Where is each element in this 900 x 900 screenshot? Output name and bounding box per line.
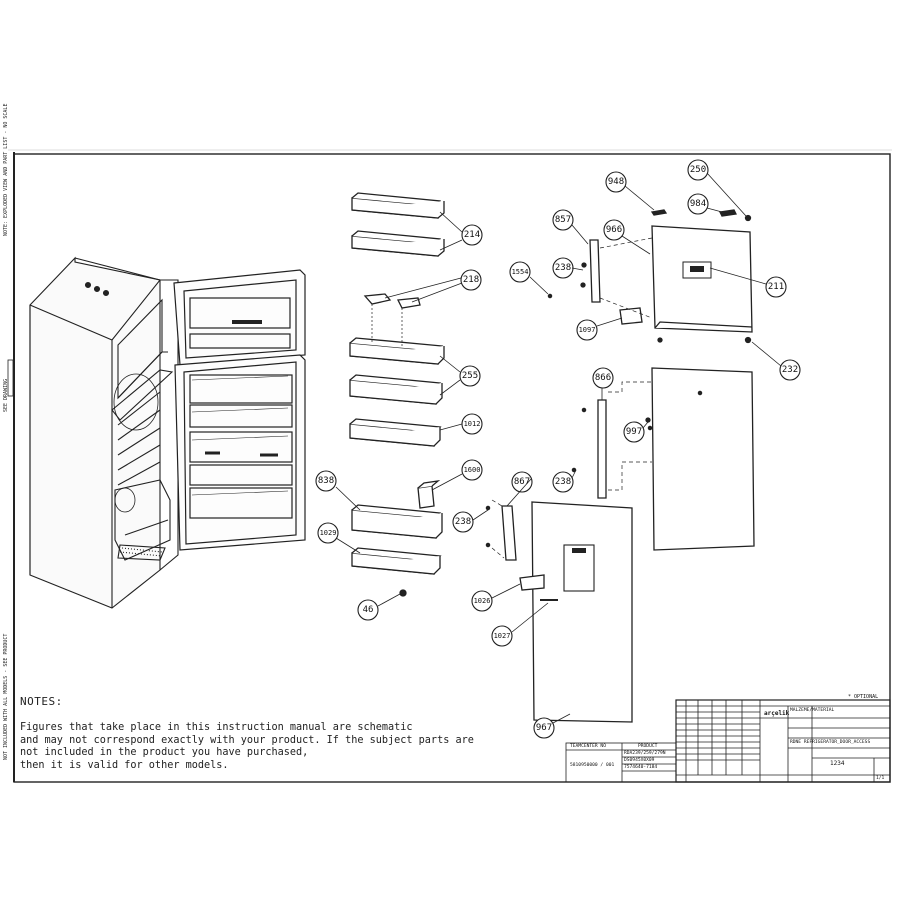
callout-label: 250 (689, 165, 707, 175)
callout-label: 984 (689, 199, 707, 209)
material-label: MALZEME/MATERIAL (790, 708, 835, 713)
teamcenter-value: 5810950000 / 001 (570, 763, 615, 768)
refrigerator-body (29, 256, 179, 609)
side-label-1: NOTE: EXPLODED VIEW AND PART LIST - NO S… (3, 103, 9, 236)
callout-label: 838 (317, 476, 335, 486)
freezer-door-assembly (547, 209, 753, 344)
teamcenter-header: TEAMCENTER NO (570, 744, 606, 749)
callout-circles (315, 159, 801, 739)
callout-label: 232 (781, 365, 799, 375)
drawing-title: RDNE REFRIGERATOR_DOOR_ACCESS (790, 740, 871, 745)
product-value: RDA239/259/279N (624, 751, 666, 756)
callout-label: 1029 (319, 529, 337, 537)
notes-line: and may not correspond exactly with your… (20, 734, 474, 746)
product-value: DS0945X0X09 (624, 758, 655, 763)
product-header: PRODUCT (638, 744, 658, 749)
callout-label: 948 (607, 177, 625, 187)
callout-label: 866 (594, 373, 612, 383)
side-label-3: NOT INCLUDED WITH ALL MODELS - SEE PRODU… (3, 633, 9, 760)
optional-note: * OPTIONAL (848, 694, 879, 700)
callout-label: 1027 (493, 632, 511, 640)
lower-door-assembly (485, 501, 633, 723)
callout-label: 1554 (511, 268, 529, 276)
refrigerator-open-doors (173, 269, 306, 551)
drawing-number: 1234 (830, 760, 845, 767)
fridge-door-assembly (571, 367, 755, 551)
callout-label: 46 (362, 605, 374, 615)
callout-label: 218 (462, 275, 480, 285)
notes-line: not included in the product you have pur… (20, 747, 309, 759)
callout-label: 214 (463, 230, 481, 240)
callout-label: 966 (605, 225, 623, 235)
notes-line: Figures that take place in this instruct… (20, 722, 413, 733)
callout-label: 1026 (473, 597, 491, 605)
sheet-number: 1/1 (876, 776, 885, 781)
callout-label: 967 (535, 723, 553, 733)
leader-lines (335, 172, 782, 724)
title-block (565, 699, 891, 783)
callout-label: 1600 (463, 466, 481, 474)
callout-label: 238 (454, 517, 472, 527)
door-shelves (349, 192, 445, 597)
notes-title: NOTES: (20, 695, 63, 708)
callout-label: 997 (625, 427, 643, 437)
brand-logo: arçelik (764, 710, 790, 717)
notes-line: then it is valid for other models. (20, 759, 229, 771)
callout-label: 857 (554, 215, 572, 225)
callout-label: 238 (554, 477, 572, 487)
drawing-frame (7, 149, 892, 783)
side-label-2: SEE DRAWING (3, 378, 9, 412)
callout-label: 1097 (578, 326, 596, 334)
product-value: 7574640-7184 (624, 765, 658, 770)
callout-label: 255 (461, 371, 479, 381)
notes-block: NOTES: Figures that take place in this i… (20, 695, 474, 772)
callout-label: 211 (767, 282, 785, 292)
callout-label: 867 (513, 477, 531, 487)
callout-label: 1012 (463, 420, 481, 428)
callout-label: 238 (554, 263, 572, 273)
